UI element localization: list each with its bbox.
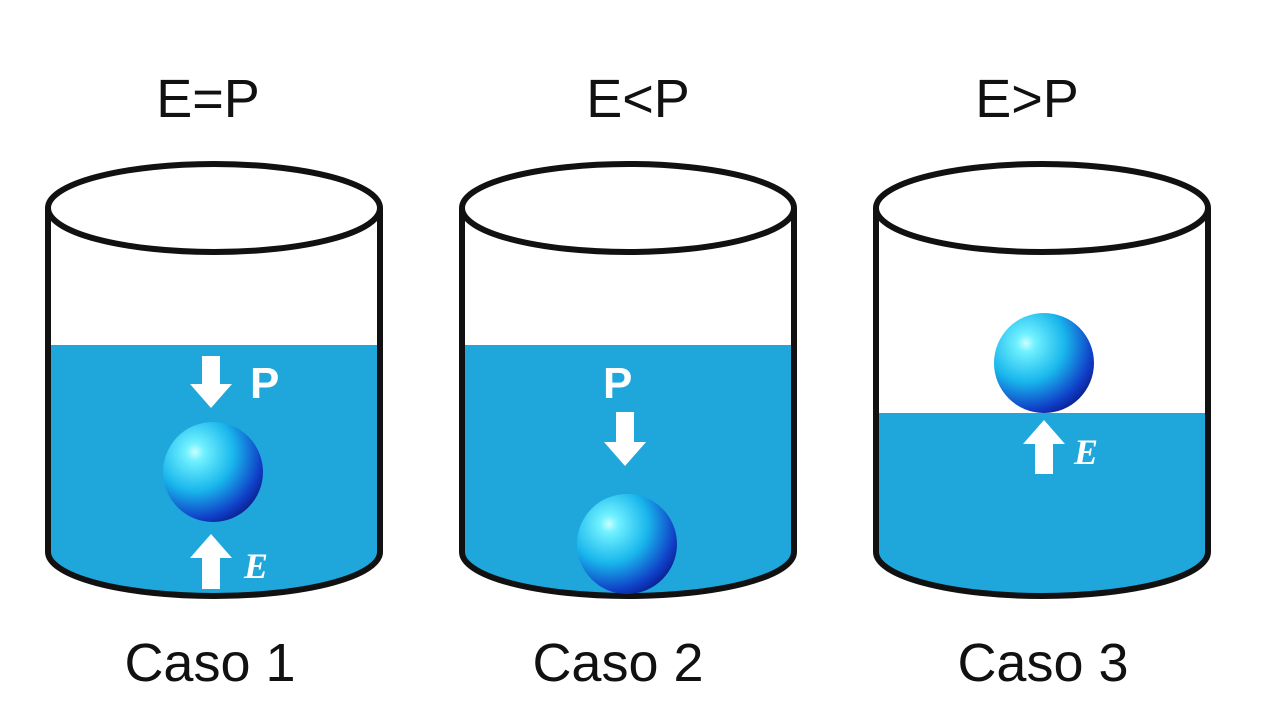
buoyancy-arrow-case-1 [190, 534, 232, 589]
buoyancy-arrow-case-3 [1023, 420, 1065, 474]
water-case-3 [876, 413, 1208, 596]
container-walls-case-3 [873, 208, 1211, 599]
sphere-case-2 [577, 494, 677, 594]
container-rim-case-3 [873, 161, 1211, 255]
weight-label-case-2: P [603, 359, 632, 408]
sphere-case-3 [994, 313, 1094, 413]
container-case-2: P [459, 161, 797, 599]
container-rim-case-1 [45, 161, 383, 255]
relation-label-case-3: E>P [975, 69, 1079, 129]
container-walls-case-2 [459, 208, 797, 599]
case-caption-1: Caso 1 [124, 633, 296, 693]
water-case-2 [462, 345, 794, 596]
weight-arrow-case-1 [190, 356, 232, 408]
relation-label-case-1: E=P [156, 69, 260, 129]
buoyancy-label-case-3: E [1073, 432, 1098, 472]
container-case-3: E [873, 161, 1211, 599]
weight-arrow-case-2 [604, 412, 646, 466]
weight-label-case-1: P [250, 359, 279, 408]
container-rim-case-2 [459, 161, 797, 255]
case-caption-2: Caso 2 [532, 633, 704, 693]
relation-label-case-2: E<P [586, 69, 690, 129]
container-walls-case-1 [45, 208, 383, 599]
sphere-case-1 [163, 422, 263, 522]
buoyancy-label-case-1: E [243, 546, 268, 586]
container-case-1: P E [45, 161, 383, 599]
case-caption-3: Caso 3 [957, 633, 1129, 693]
